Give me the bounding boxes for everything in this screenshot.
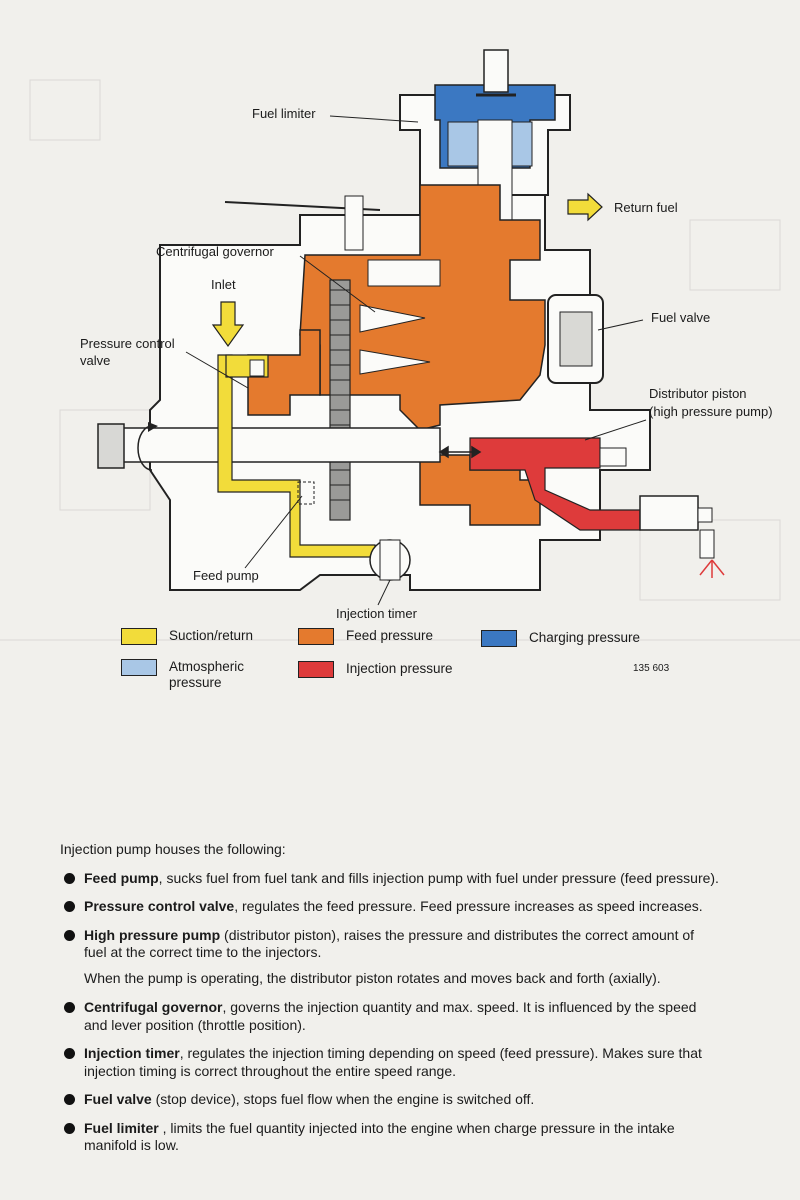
label-fuel-limiter: Fuel limiter bbox=[252, 106, 316, 121]
legend-swatch bbox=[298, 628, 334, 645]
bullet-injection-timer: Injection timer, regulates the injection… bbox=[60, 1045, 720, 1080]
legend-swatch bbox=[121, 628, 157, 645]
spray-pattern bbox=[699, 559, 725, 578]
legend-label: Atmospheric bbox=[169, 659, 245, 674]
piston-motion-arrow bbox=[438, 445, 482, 459]
legend-feed-pressure: Feed pressure bbox=[298, 628, 433, 645]
label-fuel-valve: Fuel valve bbox=[651, 310, 710, 325]
legend-label-line2: pressure bbox=[169, 675, 222, 690]
bullet-dot bbox=[64, 1122, 75, 1134]
bullet-high-pressure-pump: High pressure pump (distributor piston),… bbox=[60, 927, 720, 962]
bullet-desc: , sucks fuel from fuel tank and fills in… bbox=[158, 869, 719, 886]
label-inlet: Inlet bbox=[211, 277, 236, 292]
bullet-term: Centrifugal governor bbox=[84, 999, 223, 1015]
bullet-term: Feed pump bbox=[84, 869, 159, 886]
bullet-term: Injection timer bbox=[84, 1045, 180, 1061]
label-distributor-piston-line2: (high pressure pump) bbox=[649, 404, 773, 419]
bullet-desc: , regulates the feed pressure. Feed pres… bbox=[234, 898, 703, 914]
legend-label: Charging pressure bbox=[529, 630, 641, 645]
bullet-dot bbox=[64, 1002, 75, 1013]
bullet-desc: , limits the fuel quantity injected into… bbox=[84, 1119, 675, 1154]
bullet-dot bbox=[64, 929, 75, 941]
bullet-term: Fuel limiter bbox=[84, 1119, 159, 1136]
leader-lines bbox=[185, 115, 647, 606]
legend-label: Injection pressure bbox=[346, 661, 453, 676]
bullet-dot bbox=[64, 872, 75, 884]
bullet-term: High pressure pump bbox=[84, 926, 221, 943]
label-pressure-control-valve-line1: Pressure control bbox=[80, 336, 175, 351]
legend-label-block: Atmospheric pressure bbox=[169, 659, 244, 691]
label-injection-timer: Injection timer bbox=[336, 606, 418, 621]
bullet-dot bbox=[64, 1094, 75, 1105]
drive-gear bbox=[329, 279, 351, 521]
legend-injection-pressure: Injection pressure bbox=[298, 661, 453, 678]
legend-swatch bbox=[298, 661, 334, 678]
bullet-fuel-valve: Fuel valve (stop device), stops fuel flo… bbox=[60, 1091, 720, 1109]
legend-atmospheric-pressure: Atmospheric pressure bbox=[121, 659, 244, 691]
bullet-term: Fuel valve bbox=[84, 1091, 152, 1107]
distributor-piston-note: When the pump is operating, the distribu… bbox=[84, 969, 661, 986]
bullet-dot bbox=[64, 901, 75, 912]
bullet-feed-pump: Feed pump, sucks fuel from fuel tank and… bbox=[60, 870, 720, 888]
bullet-pressure-control-valve: Pressure control valve, regulates the fe… bbox=[60, 898, 720, 916]
figure-code: 135 603 bbox=[633, 663, 670, 674]
legend-suction-return: Suction/return bbox=[121, 628, 253, 645]
bullet-centrifugal-governor: Centrifugal governor, governs the inject… bbox=[60, 999, 720, 1034]
suction-line bbox=[217, 354, 376, 558]
label-feed-pump: Feed pump bbox=[193, 568, 259, 583]
injection-pump-diagram: Fuel limiter Return fuel Centrifugal gov… bbox=[0, 49, 800, 641]
bullet-fuel-limiter: Fuel limiter , limits the fuel quantity … bbox=[60, 1120, 720, 1155]
legend-swatch bbox=[481, 630, 517, 647]
bullet-dot bbox=[64, 1048, 75, 1059]
label-pressure-control-valve-line2: valve bbox=[80, 353, 110, 368]
legend-label: Suction/return bbox=[169, 628, 254, 643]
drive-shaft bbox=[119, 427, 441, 463]
bullet-desc: (stop device), stops fuel flow when the … bbox=[151, 1091, 535, 1107]
bullet-desc: , governs the injection quantity and max… bbox=[84, 999, 697, 1033]
label-centrifugal-governor: Centrifugal governor bbox=[156, 244, 274, 259]
label-distributor-piston-line1: Distributor piston bbox=[649, 386, 747, 401]
description-section: Injection pump houses the following: Fee… bbox=[60, 841, 720, 1166]
label-return-fuel: Return fuel bbox=[614, 200, 678, 215]
injector-nozzle bbox=[639, 495, 699, 531]
bullet-desc: , regulates the injection timing dependi… bbox=[84, 1045, 702, 1079]
feed-pressure-left bbox=[247, 329, 321, 416]
legend-charging-pressure: Charging pressure bbox=[481, 630, 640, 647]
bullet-desc: (distributor piston), raises the pressur… bbox=[84, 926, 695, 961]
return-fuel-arrow bbox=[567, 192, 603, 222]
bullet-term: Pressure control valve bbox=[84, 898, 235, 914]
shaft-nut bbox=[97, 423, 125, 469]
intro-text: Injection pump houses the following: bbox=[60, 841, 286, 857]
fuel-limiter-screw bbox=[483, 49, 509, 93]
inlet-arrow bbox=[211, 301, 245, 348]
legend-label: Feed pressure bbox=[346, 628, 434, 643]
legend-swatch bbox=[121, 659, 157, 676]
